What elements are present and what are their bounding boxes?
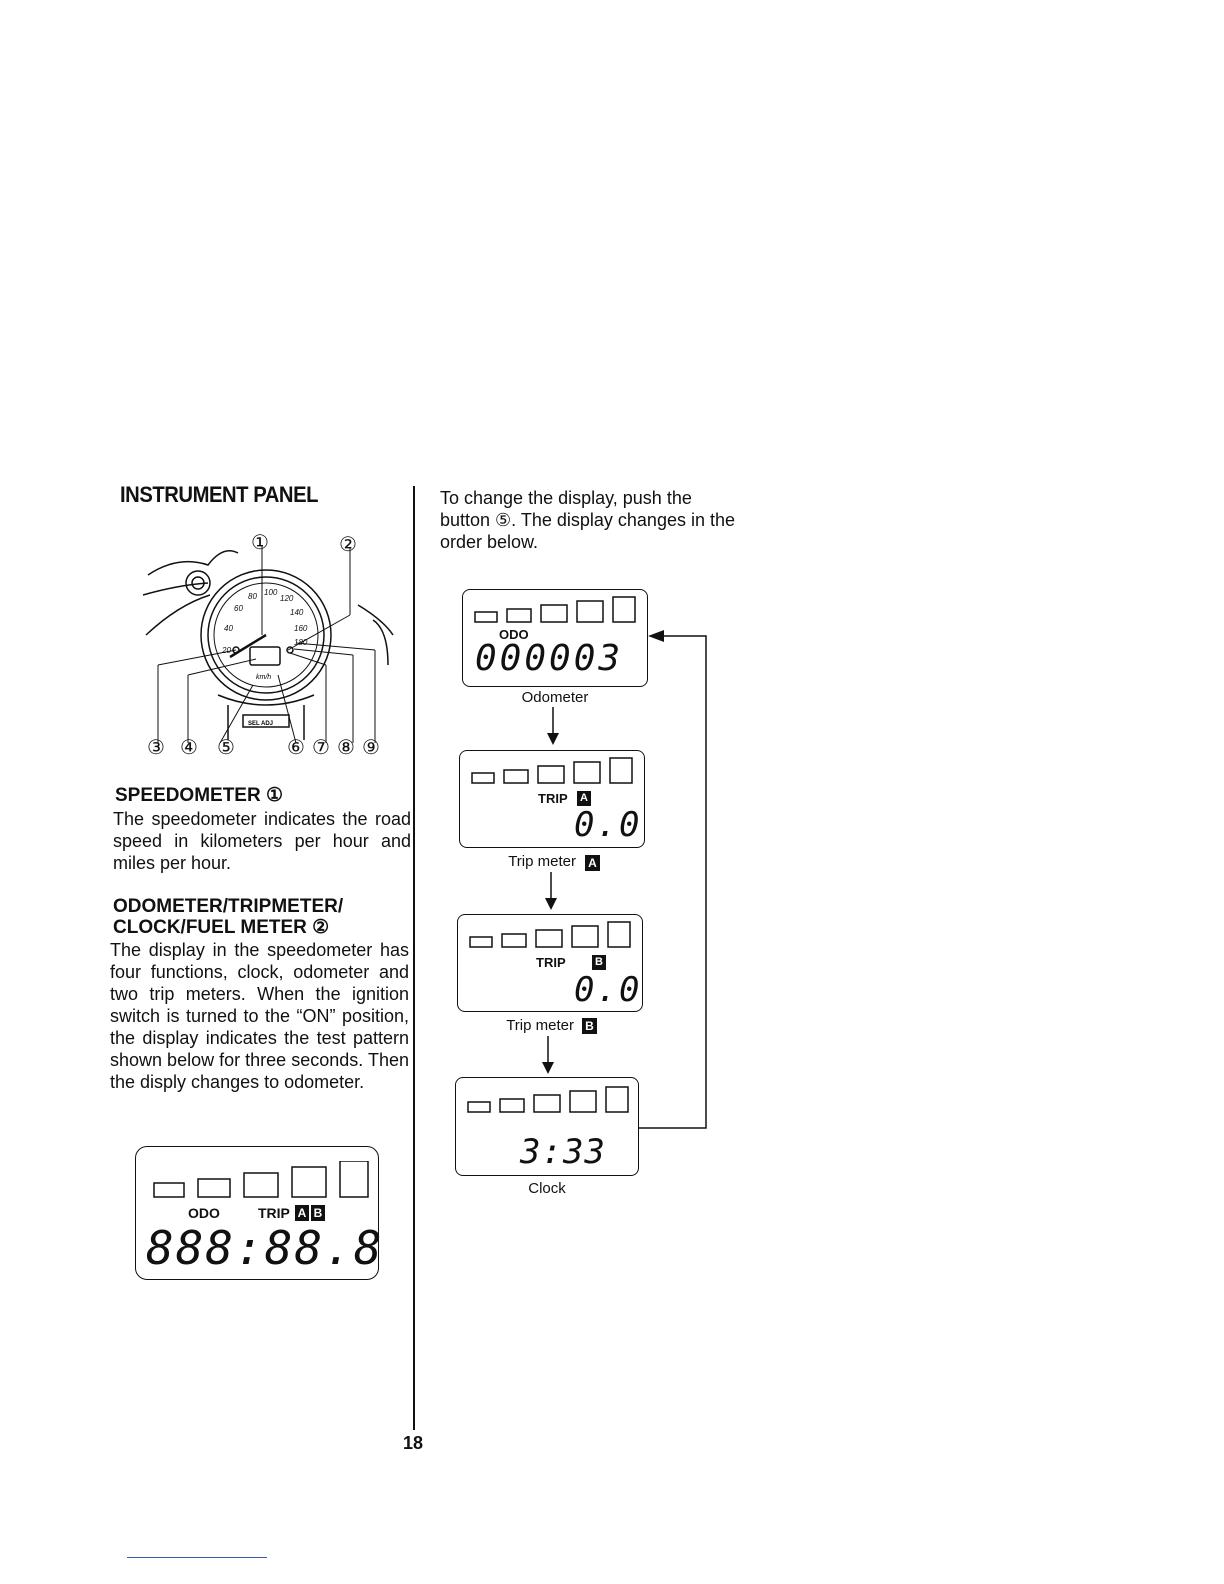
speedometer-heading: SPEEDOMETER ① bbox=[115, 785, 284, 806]
callout-3: ③ bbox=[147, 735, 165, 759]
callout-7: ⑦ bbox=[312, 735, 330, 759]
odometer-text: The display in the speedometer has four … bbox=[110, 940, 409, 1092]
callout-1: ① bbox=[251, 530, 269, 554]
display-badge: B bbox=[592, 955, 606, 970]
arrow-down-icon bbox=[545, 872, 557, 910]
test-pattern-display: ODO TRIP A B 888:88.8 bbox=[135, 1146, 382, 1280]
arrow-down-icon bbox=[542, 1036, 554, 1074]
caption-badge: B bbox=[582, 1018, 597, 1034]
gauge-tick: 100 bbox=[264, 588, 278, 597]
callout-8: ⑧ bbox=[337, 735, 355, 759]
display-trip-b: TRIP B 0.0 bbox=[457, 914, 643, 1012]
column-divider bbox=[413, 486, 415, 1430]
odometer-heading-line1: ODOMETER/TRIPMETER/ bbox=[113, 896, 344, 917]
cycle-return-arrow bbox=[638, 630, 707, 1129]
arrow-down-icon bbox=[547, 707, 559, 745]
display-caption: Clock bbox=[528, 1180, 566, 1197]
gauge-tick: 80 bbox=[248, 592, 257, 601]
display-tag: TRIP bbox=[536, 955, 566, 970]
display-trip-a: TRIP A 0.0 bbox=[459, 750, 645, 848]
gauge-tick: 140 bbox=[290, 608, 304, 617]
gauge-tick: 120 bbox=[280, 594, 294, 603]
display-value: 0.0 bbox=[574, 805, 642, 845]
display-tag: ODO bbox=[499, 627, 529, 642]
display-caption: Odometer bbox=[521, 689, 589, 706]
display-caption: Trip meter bbox=[506, 1017, 574, 1034]
fuel-segments bbox=[474, 596, 636, 623]
display-badge: A bbox=[577, 791, 591, 806]
callout-2: ② bbox=[339, 532, 357, 556]
gauge-tick: 180 bbox=[294, 638, 308, 647]
gauge-tick: 20 bbox=[221, 646, 231, 655]
page-number: 18 bbox=[403, 1433, 424, 1453]
fuel-segments bbox=[153, 1161, 369, 1198]
callout-4: ④ bbox=[180, 735, 198, 759]
fuel-segments bbox=[467, 1086, 629, 1113]
gauge-unit: km/h bbox=[256, 674, 271, 681]
fuel-segments bbox=[471, 757, 633, 784]
bottom-rule bbox=[127, 1557, 267, 1558]
display-odometer: ODO 000003 bbox=[462, 589, 648, 687]
gauge-tick: 60 bbox=[234, 604, 243, 613]
trip-label: TRIP bbox=[258, 1205, 290, 1221]
display-value: 3:33 bbox=[520, 1132, 606, 1172]
odometer-heading-line2: CLOCK/FUEL METER ② bbox=[113, 917, 330, 938]
button-label: SEL ADJ bbox=[248, 721, 273, 727]
badge-b: B bbox=[311, 1205, 325, 1221]
gauge-tick: 160 bbox=[294, 624, 308, 633]
display-tag: TRIP bbox=[538, 791, 568, 806]
fuel-segments bbox=[469, 921, 631, 948]
callout-9: ⑨ bbox=[362, 735, 380, 759]
display-clock: 3:33 bbox=[455, 1077, 639, 1176]
odo-label: ODO bbox=[188, 1205, 220, 1221]
callout-6: ⑥ bbox=[287, 735, 305, 759]
speedometer-text: The speedometer indicates the road speed… bbox=[113, 809, 411, 873]
display-value: 0.0 bbox=[574, 970, 642, 1010]
instrument-panel-diagram: 20 40 60 80 100 120 140 160 180 km/h SEL… bbox=[142, 545, 394, 744]
display-caption: Trip meter bbox=[508, 853, 576, 870]
test-digits: 888:88.8 bbox=[146, 1221, 384, 1275]
display-value: 000003 bbox=[475, 638, 624, 679]
page-title: INSTRUMENT PANEL bbox=[120, 482, 319, 507]
gauge-tick: 40 bbox=[224, 624, 233, 633]
right-intro: To change the display, push the button ⑤… bbox=[440, 488, 735, 552]
badge-a: A bbox=[295, 1205, 309, 1221]
callout-5: ⑤ bbox=[217, 735, 235, 759]
caption-badge: A bbox=[585, 855, 600, 871]
